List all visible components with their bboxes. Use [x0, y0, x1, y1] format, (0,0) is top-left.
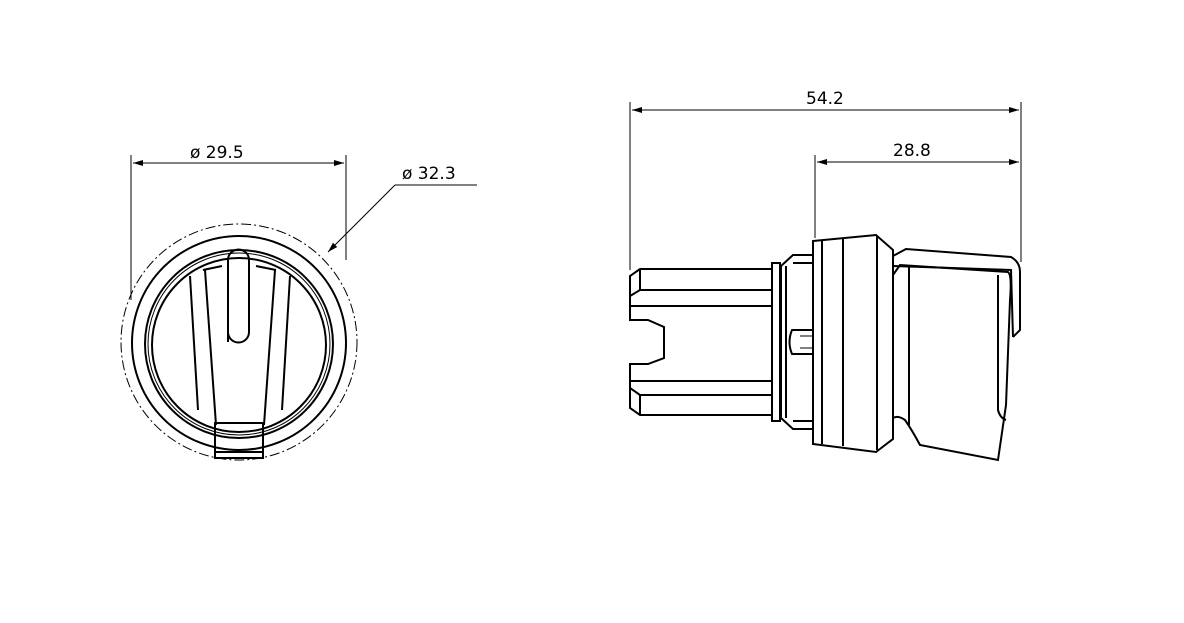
leader-line-32-3 [327, 184, 396, 253]
dimension-label-outer: ø 32.3 [402, 164, 456, 184]
front-view: ø 29.5 ø 32.3 [120, 143, 477, 461]
dimension-label-front: 28.8 [893, 141, 931, 161]
selector-knob [189, 248, 291, 459]
side-view: 54.2 28.8 [629, 89, 1022, 462]
bezel [812, 233, 894, 454]
flange [771, 262, 781, 422]
dimension-label-inner: ø 29.5 [190, 143, 244, 163]
outer-diameter-circle [120, 223, 358, 461]
knob-indicator [227, 248, 250, 344]
rear-shaft [629, 268, 773, 416]
threaded-collar [780, 254, 814, 430]
dimension-label-total: 54.2 [806, 89, 844, 109]
bezel-outer-circle [131, 235, 347, 451]
selector-knob-side [892, 247, 1021, 462]
